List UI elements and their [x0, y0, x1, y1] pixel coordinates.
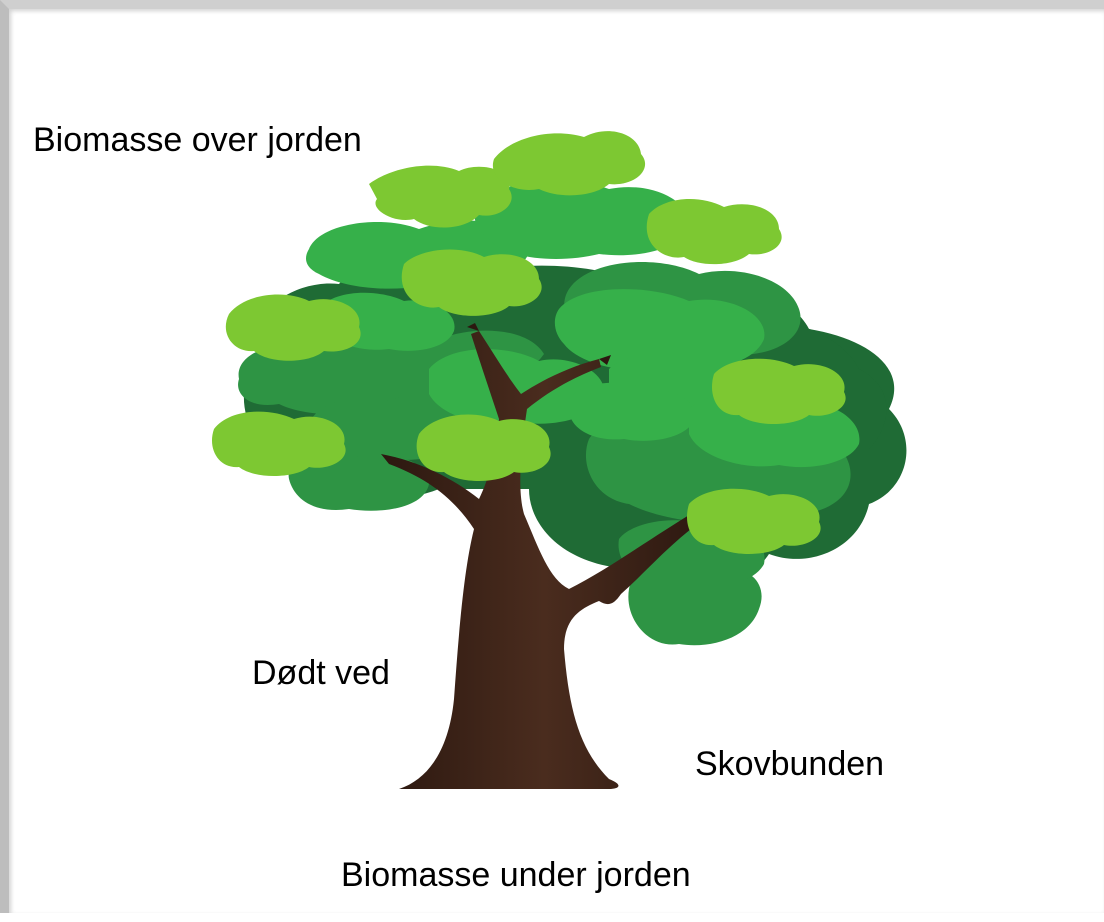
label-dead-wood: Dødt ved — [252, 656, 390, 690]
label-biomass-below-ground: Biomasse under jorden — [341, 858, 691, 892]
label-biomass-above-ground: Biomasse over jorden — [33, 123, 362, 157]
label-forest-floor: Skovbunden — [695, 747, 884, 781]
